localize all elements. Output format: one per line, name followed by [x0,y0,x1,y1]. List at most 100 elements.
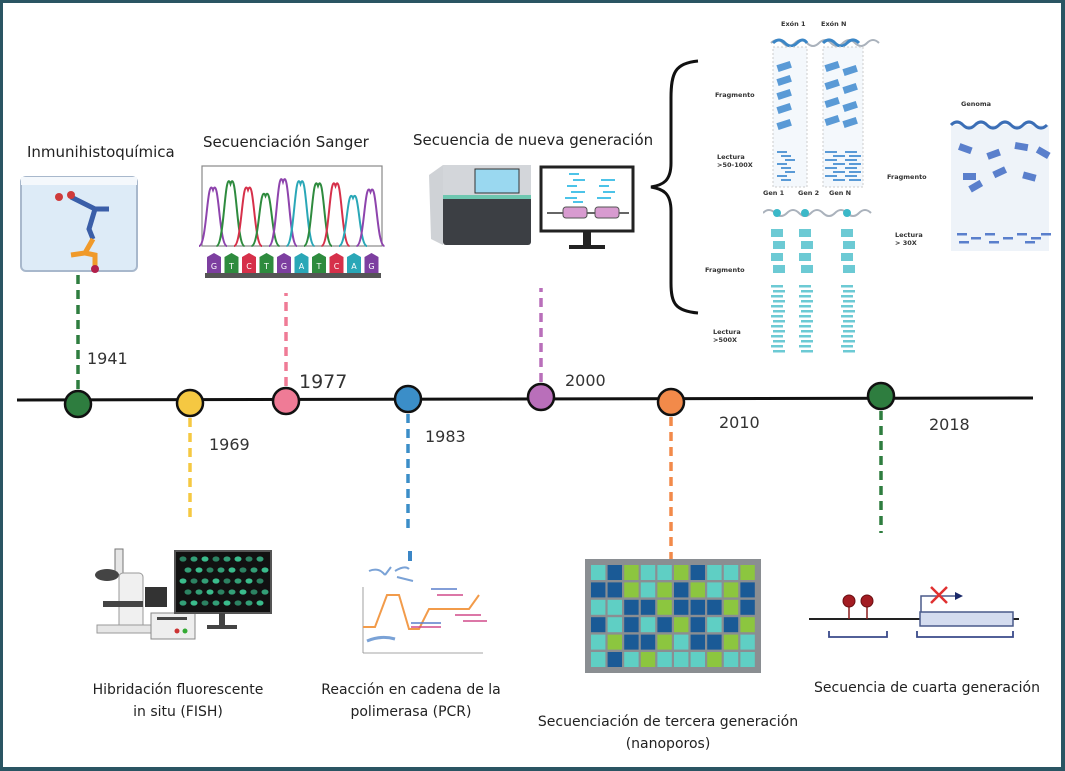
base-tag-G [364,253,379,273]
year-label-1941: 1941 [87,349,128,368]
dna-fragment [842,116,858,128]
read-mark [799,325,811,328]
fourth-gen-caption: Secuencia de cuarta generación [814,680,1040,696]
nanopore-cell [640,599,656,615]
year-label-1969: 1969 [209,435,250,454]
read-mark [833,171,845,173]
timeline-marker-1941[interactable] [63,389,93,419]
fluorescent-cell [190,600,198,606]
nanopore-cell [640,652,656,667]
nanopore-cell [707,617,722,633]
dna-fragment [776,118,792,130]
fluorescent-cell [256,578,264,584]
nanopore-cell [607,652,622,667]
read-mark [773,290,785,293]
dna-fragment [776,60,792,72]
base-letter: T [316,262,322,271]
read-mark [777,175,787,177]
read-mark [849,163,861,165]
nanopore-cell [624,582,639,598]
dna-fragment [1014,142,1029,152]
dna-fragment [773,241,785,249]
read-mark [845,159,857,161]
curly-brace [650,59,699,315]
fluorescent-cell [217,567,225,573]
read-mark [845,175,857,177]
primary-antibody-icon [55,191,109,240]
exome-read-label: Lectura >50-100X [717,153,753,169]
read-mark [845,167,857,169]
dna-fragment [771,229,783,237]
promoter-bracket [828,631,888,638]
nanopore-cell [707,652,722,667]
base-tag-G [207,253,221,273]
read-mark [771,305,783,308]
fluorescent-cell [256,600,264,606]
read-mark [841,285,853,288]
dna-fragment [841,229,853,237]
read-mark [833,179,845,181]
nanopore-cell [657,617,672,633]
timeline-marker-1969[interactable] [175,388,205,418]
read-mark [785,171,795,173]
timeline-marker-2018[interactable] [866,381,896,411]
dna-fragment [824,96,840,108]
read-mark [799,305,811,308]
dna-fragment [824,60,840,72]
read-mark [1003,237,1013,240]
read-mark [971,237,981,240]
fluorescent-cell [201,600,209,606]
fluorescent-cell [234,578,242,584]
nanopore-cell [707,565,722,580]
timeline-marker-1983[interactable] [393,384,423,414]
nanopore-cell [624,599,639,615]
read-mark [833,155,845,157]
read-mark [773,300,785,303]
base-tag-C [242,253,256,273]
timeline-marker-2000[interactable] [526,382,556,412]
dna-fragment [986,148,1001,160]
genome-fragment-label: Fragmento [887,173,927,181]
base-bar [205,273,381,278]
base-tag-T [224,253,239,273]
base-tag-A [294,253,309,273]
nanopore-cell [707,634,722,650]
read-mark [849,155,861,157]
genome-title: Genoma [961,100,991,108]
read-mark [781,155,791,157]
nanopore-cell [740,634,755,650]
dna-fragment [1035,146,1051,159]
temperature-curve [363,594,480,630]
fluorescent-cell [190,556,198,562]
dna-fragment [799,253,811,261]
transcription-arrow [920,595,955,612]
dna-fragment [801,241,813,249]
read-mark [773,320,785,323]
third-gen-caption: Secuenciación de tercera generación (nan… [537,714,799,752]
fluorescent-cell [212,556,220,562]
fluorescent-cell [201,556,209,562]
nanopore-cell [657,582,672,598]
year-label-1983: 1983 [425,427,466,446]
nanopore-cell [674,599,689,615]
base-letter: C [246,262,252,271]
template-dna-icon [366,635,396,643]
read-mark [1017,233,1027,236]
read-mark [777,163,787,165]
timeline-marker-1977[interactable] [271,386,301,416]
year-label-2018: 2018 [929,415,970,434]
fluorescent-cell [212,600,220,606]
fish-microscope-illustration [95,548,272,640]
fluorescent-cell [184,589,192,595]
read-mark [825,175,837,177]
fluorescent-cell [217,589,225,595]
base-tag-C [329,253,344,273]
read-mark [841,315,853,318]
read-mark [957,233,967,236]
nanopore-cell [723,617,739,633]
dna-fragment [799,229,811,237]
methyl-group-icon [860,594,874,608]
nanopore-cell [640,582,656,598]
read-mark [843,310,855,313]
timeline-marker-2010[interactable] [656,387,686,417]
